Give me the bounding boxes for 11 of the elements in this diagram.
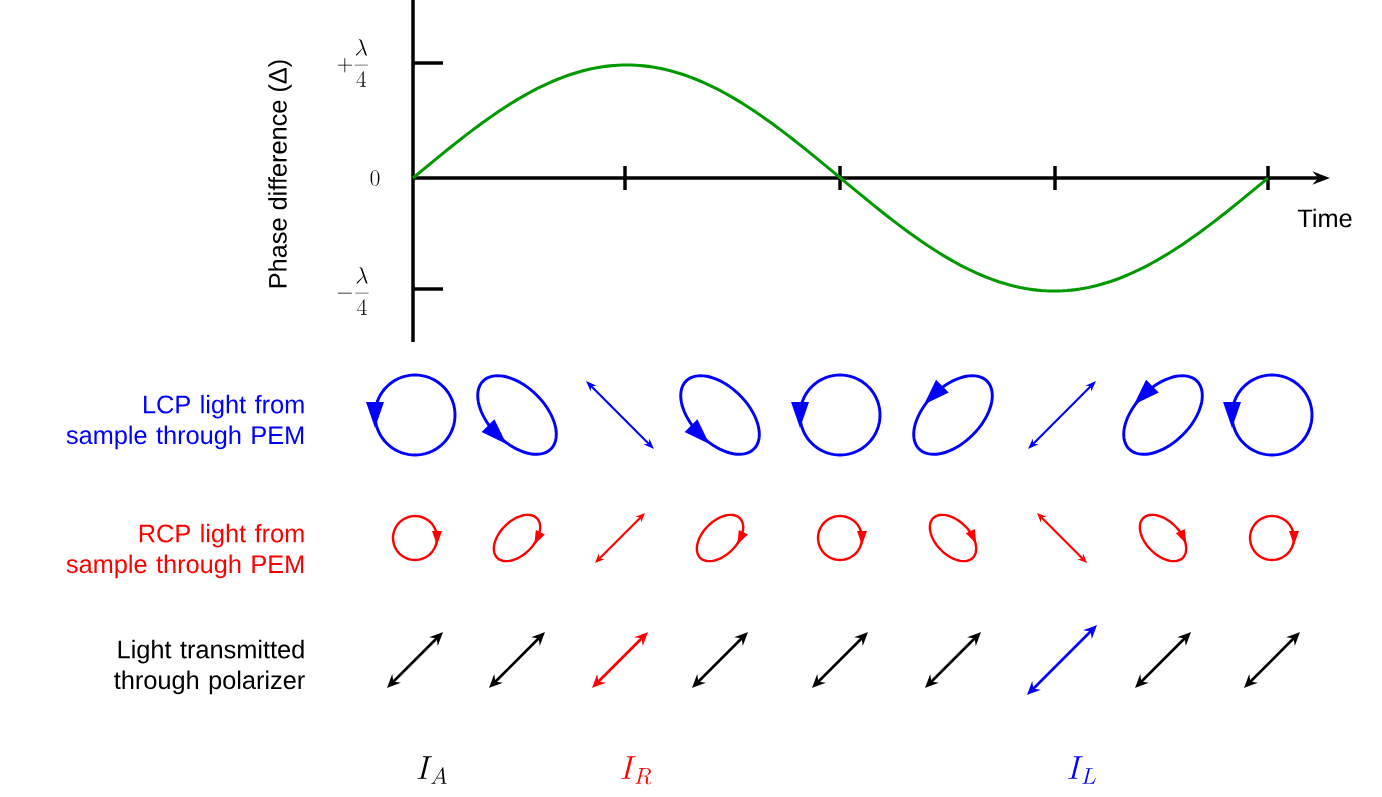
tick-label: $0$ (370, 170, 380, 186)
row-label: LCP light from sample through PEM (66, 394, 304, 450)
intensity-label: $I_L$ (1068, 756, 1096, 784)
row-label: RCP light from sample through PEM (66, 523, 304, 579)
axis-label: Phase difference (Δ) (268, 60, 292, 288)
tick-label: $-\frac{\lambda}{4}$ (337, 267, 369, 315)
axis-label: Time (1297, 208, 1352, 228)
intensity-label: $I_R$ (621, 756, 652, 785)
row-label: Light transmitted through polarizer (114, 639, 305, 695)
intensity-label: $I_A$ (417, 756, 447, 784)
tick-label: $+\frac{\lambda}{4}$ (337, 39, 368, 87)
